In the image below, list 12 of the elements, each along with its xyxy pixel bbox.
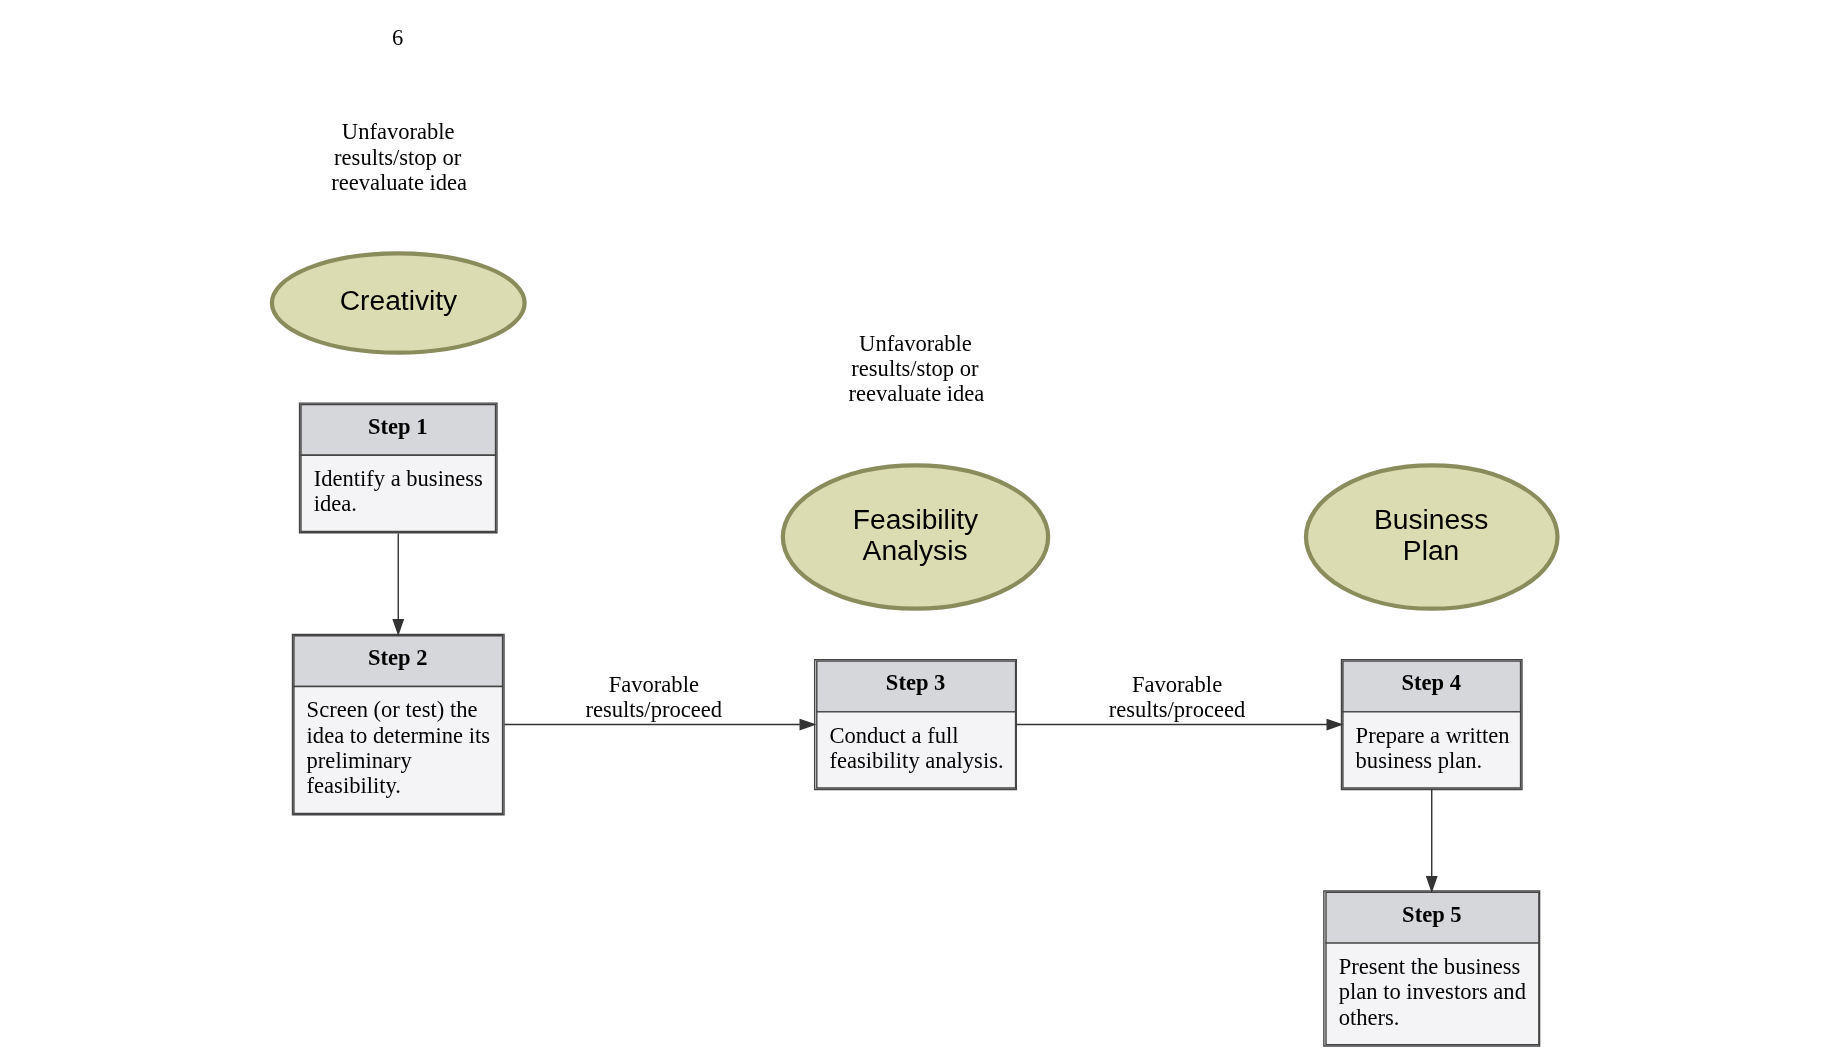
arrow: [392, 532, 405, 636]
label: Unfavorable results/stop or reevaluate idea: [331, 119, 468, 195]
edge-label: Favorable results/proceed: [585, 671, 722, 723]
arrow: [503, 718, 817, 731]
edge-label: Favorable results/proceed: [1108, 671, 1246, 723]
node-ellipse: Business Plan: [1303, 463, 1560, 611]
arrow: [1425, 788, 1438, 893]
label: 6: [391, 24, 404, 50]
arrow: [1015, 718, 1344, 731]
node-ellipse: Feasibility Analysis: [780, 463, 1051, 611]
label: Unfavorable results/stop or reevaluate idea: [848, 330, 985, 407]
node-ellipse: Creativity: [269, 251, 527, 355]
